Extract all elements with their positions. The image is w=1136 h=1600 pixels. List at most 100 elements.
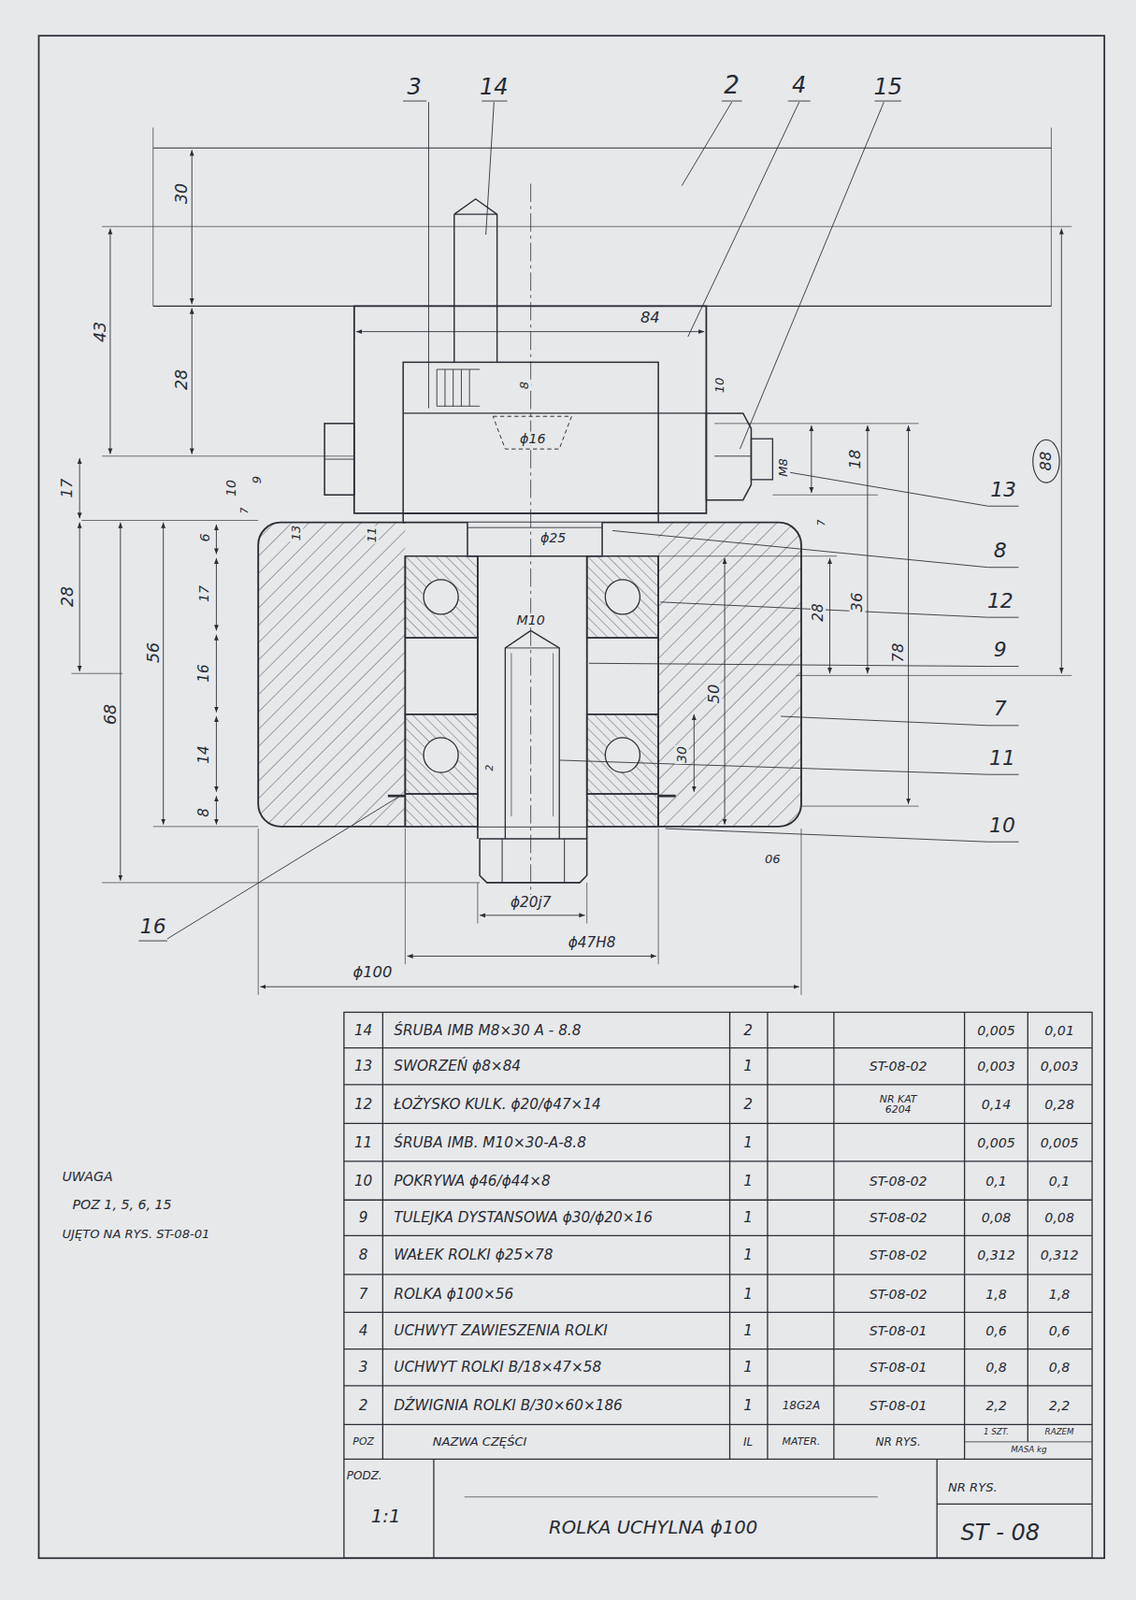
drawing-label: 88 [1037,450,1054,473]
drawing-label: 0,8 [1048,1360,1072,1375]
drawing-label: 0,28 [1043,1096,1076,1111]
drawing-label: NAZWA CZĘŚCI [431,1435,529,1449]
drawing-label: ϕ25 [539,531,567,546]
drawing-label: 0,6 [1048,1322,1072,1338]
drawing-label: 2,2 [1048,1397,1072,1412]
drawing-label: PODZ. [345,1469,384,1482]
drawing-label: SWORZEŃ ϕ8×84 [392,1058,522,1074]
drawing-label: 0,1 [1048,1173,1072,1188]
drawing-label: NR RYS. [947,1481,999,1495]
drawing-label: 3 [406,75,423,100]
drawing-label: UCHWYT ROLKI B/18×47×58 [392,1359,603,1375]
drawing-label: 1 [742,1058,754,1074]
drawing-label: 6 [198,532,213,544]
drawing-label: 8 [196,806,212,819]
drawing-label: 11 [366,525,380,544]
drawing-label: ST - 08 [960,1521,1041,1545]
drawing-label: 10 [223,478,238,498]
drawing-label: ST-08-01 [868,1397,929,1412]
drawing-label: 0,01 [1043,1023,1076,1038]
drawing-label: ϕ20j7 [509,894,552,910]
drawing-label: 1 [742,1322,754,1338]
drawing-label: ϕ16 [518,431,547,446]
drawing-label: 06 [763,852,782,866]
drawing-label: ϕ47H8 [567,934,618,950]
drawing-label: MATER. [781,1436,822,1447]
drawing-label: 12 [353,1096,374,1112]
drawing-label: 10 [353,1173,374,1189]
drawing-label: ST-08-02 [868,1059,929,1074]
drawing-label: DŹWIGNIA ROLKI B/30×60×186 [392,1397,624,1413]
drawing-label: 0,003 [1039,1059,1080,1074]
drawing-label: 30 [172,182,190,205]
drawing-label: 0,08 [980,1209,1013,1224]
drawing-label: POZ [351,1436,375,1447]
drawing-label: 0,6 [984,1322,1008,1338]
drawing-label: 1,8 [1048,1286,1072,1301]
drawing-label: 0,005 [1039,1136,1080,1151]
drawing-label: 1 [742,1135,754,1151]
drawing-label: ŁOŻYSKO KULK. ϕ20/ϕ47×14 [392,1096,603,1112]
drawing-label: M10 [515,613,546,628]
drawing-label: 11 [353,1135,374,1151]
drawing-label: 0,08 [1043,1209,1076,1224]
drawing-label: 0,8 [984,1360,1008,1375]
drawing-label: 14 [196,745,212,765]
drawing-label: NR RYS. [875,1436,922,1449]
drawing-label: 0,1 [984,1173,1008,1188]
drawing-label: 1:1 [370,1506,403,1526]
drawing-label: 9 [992,639,1008,662]
drawing-label: ST-08-01 [868,1322,929,1338]
drawing-label: 17 [58,476,75,499]
drawing-label: 4 [790,73,807,98]
drawing-label: UJĘTO NA RYS. ST-08-01 [60,1227,211,1241]
drawing-label: 68 [101,703,119,726]
drawing-label: 4 [358,1322,370,1338]
drawing-label: 18 [847,448,863,471]
drawing-label: 56 [144,641,162,664]
drawing-label: 17 [197,584,212,604]
drawing-label: 36 [848,590,865,613]
drawing-label: 1 [742,1397,754,1413]
drawing-label: 0,312 [976,1248,1017,1263]
drawing-label: UWAGA [60,1169,114,1184]
drawing-label: 43 [91,320,109,344]
drawing-label: 7 [358,1286,370,1302]
drawing-label: 78 [890,642,906,664]
drawing-label: 8 [358,1247,370,1263]
drawing-label: 1 [742,1286,754,1302]
drawing-label: NR KAT 6204 [866,1092,930,1115]
drawing-label: 2 [722,72,741,100]
drawing-label: 2 [742,1096,754,1112]
drawing-label: 11 [988,747,1017,769]
drawing-label: 13 [289,523,303,542]
drawing-label: 7 [992,698,1008,720]
drawing-label: 0,003 [976,1059,1017,1074]
drawing-label: 9 [250,474,264,485]
drawing-label: 1,8 [984,1286,1008,1301]
drawing-label: 2 [358,1397,370,1413]
drawing-label: 0,14 [980,1096,1013,1111]
drawing-label: 1 [742,1209,754,1225]
drawing-label: 10 [988,814,1017,836]
drawing-label: 12 [986,589,1015,612]
drawing-label: WAŁEK ROLKI ϕ25×78 [392,1247,554,1263]
drawing-label: UCHWYT ZAWIESZENIA ROLKI [392,1322,608,1338]
drawing-label: 3 [358,1359,370,1375]
drawing-label: ST-08-02 [868,1286,929,1301]
drawing-label: 2,2 [984,1397,1008,1412]
drawing-label: 10 [713,376,727,395]
drawing-label: TULEJKA DYSTANSOWA ϕ30/ϕ20×16 [392,1209,654,1225]
drawing-label: 14 [478,75,510,100]
drawing-label: M8 [777,457,791,478]
drawing-label: ROLKA UCHYLNA ϕ100 [547,1517,759,1538]
drawing-label: 50 [706,683,723,705]
drawing-label: 9 [358,1209,370,1225]
drawing-label: 28 [810,602,826,622]
drawing-label: 0,005 [976,1023,1017,1038]
drawing-label: POKRYWA ϕ46/ϕ44×8 [392,1173,551,1189]
drawing-label: 84 [639,310,662,327]
drawing-label: 0,005 [976,1136,1017,1151]
drawing-label: 14 [353,1022,374,1038]
drawing-label: ŚRUBA IMB. M10×30-A-8.8 [392,1135,588,1151]
